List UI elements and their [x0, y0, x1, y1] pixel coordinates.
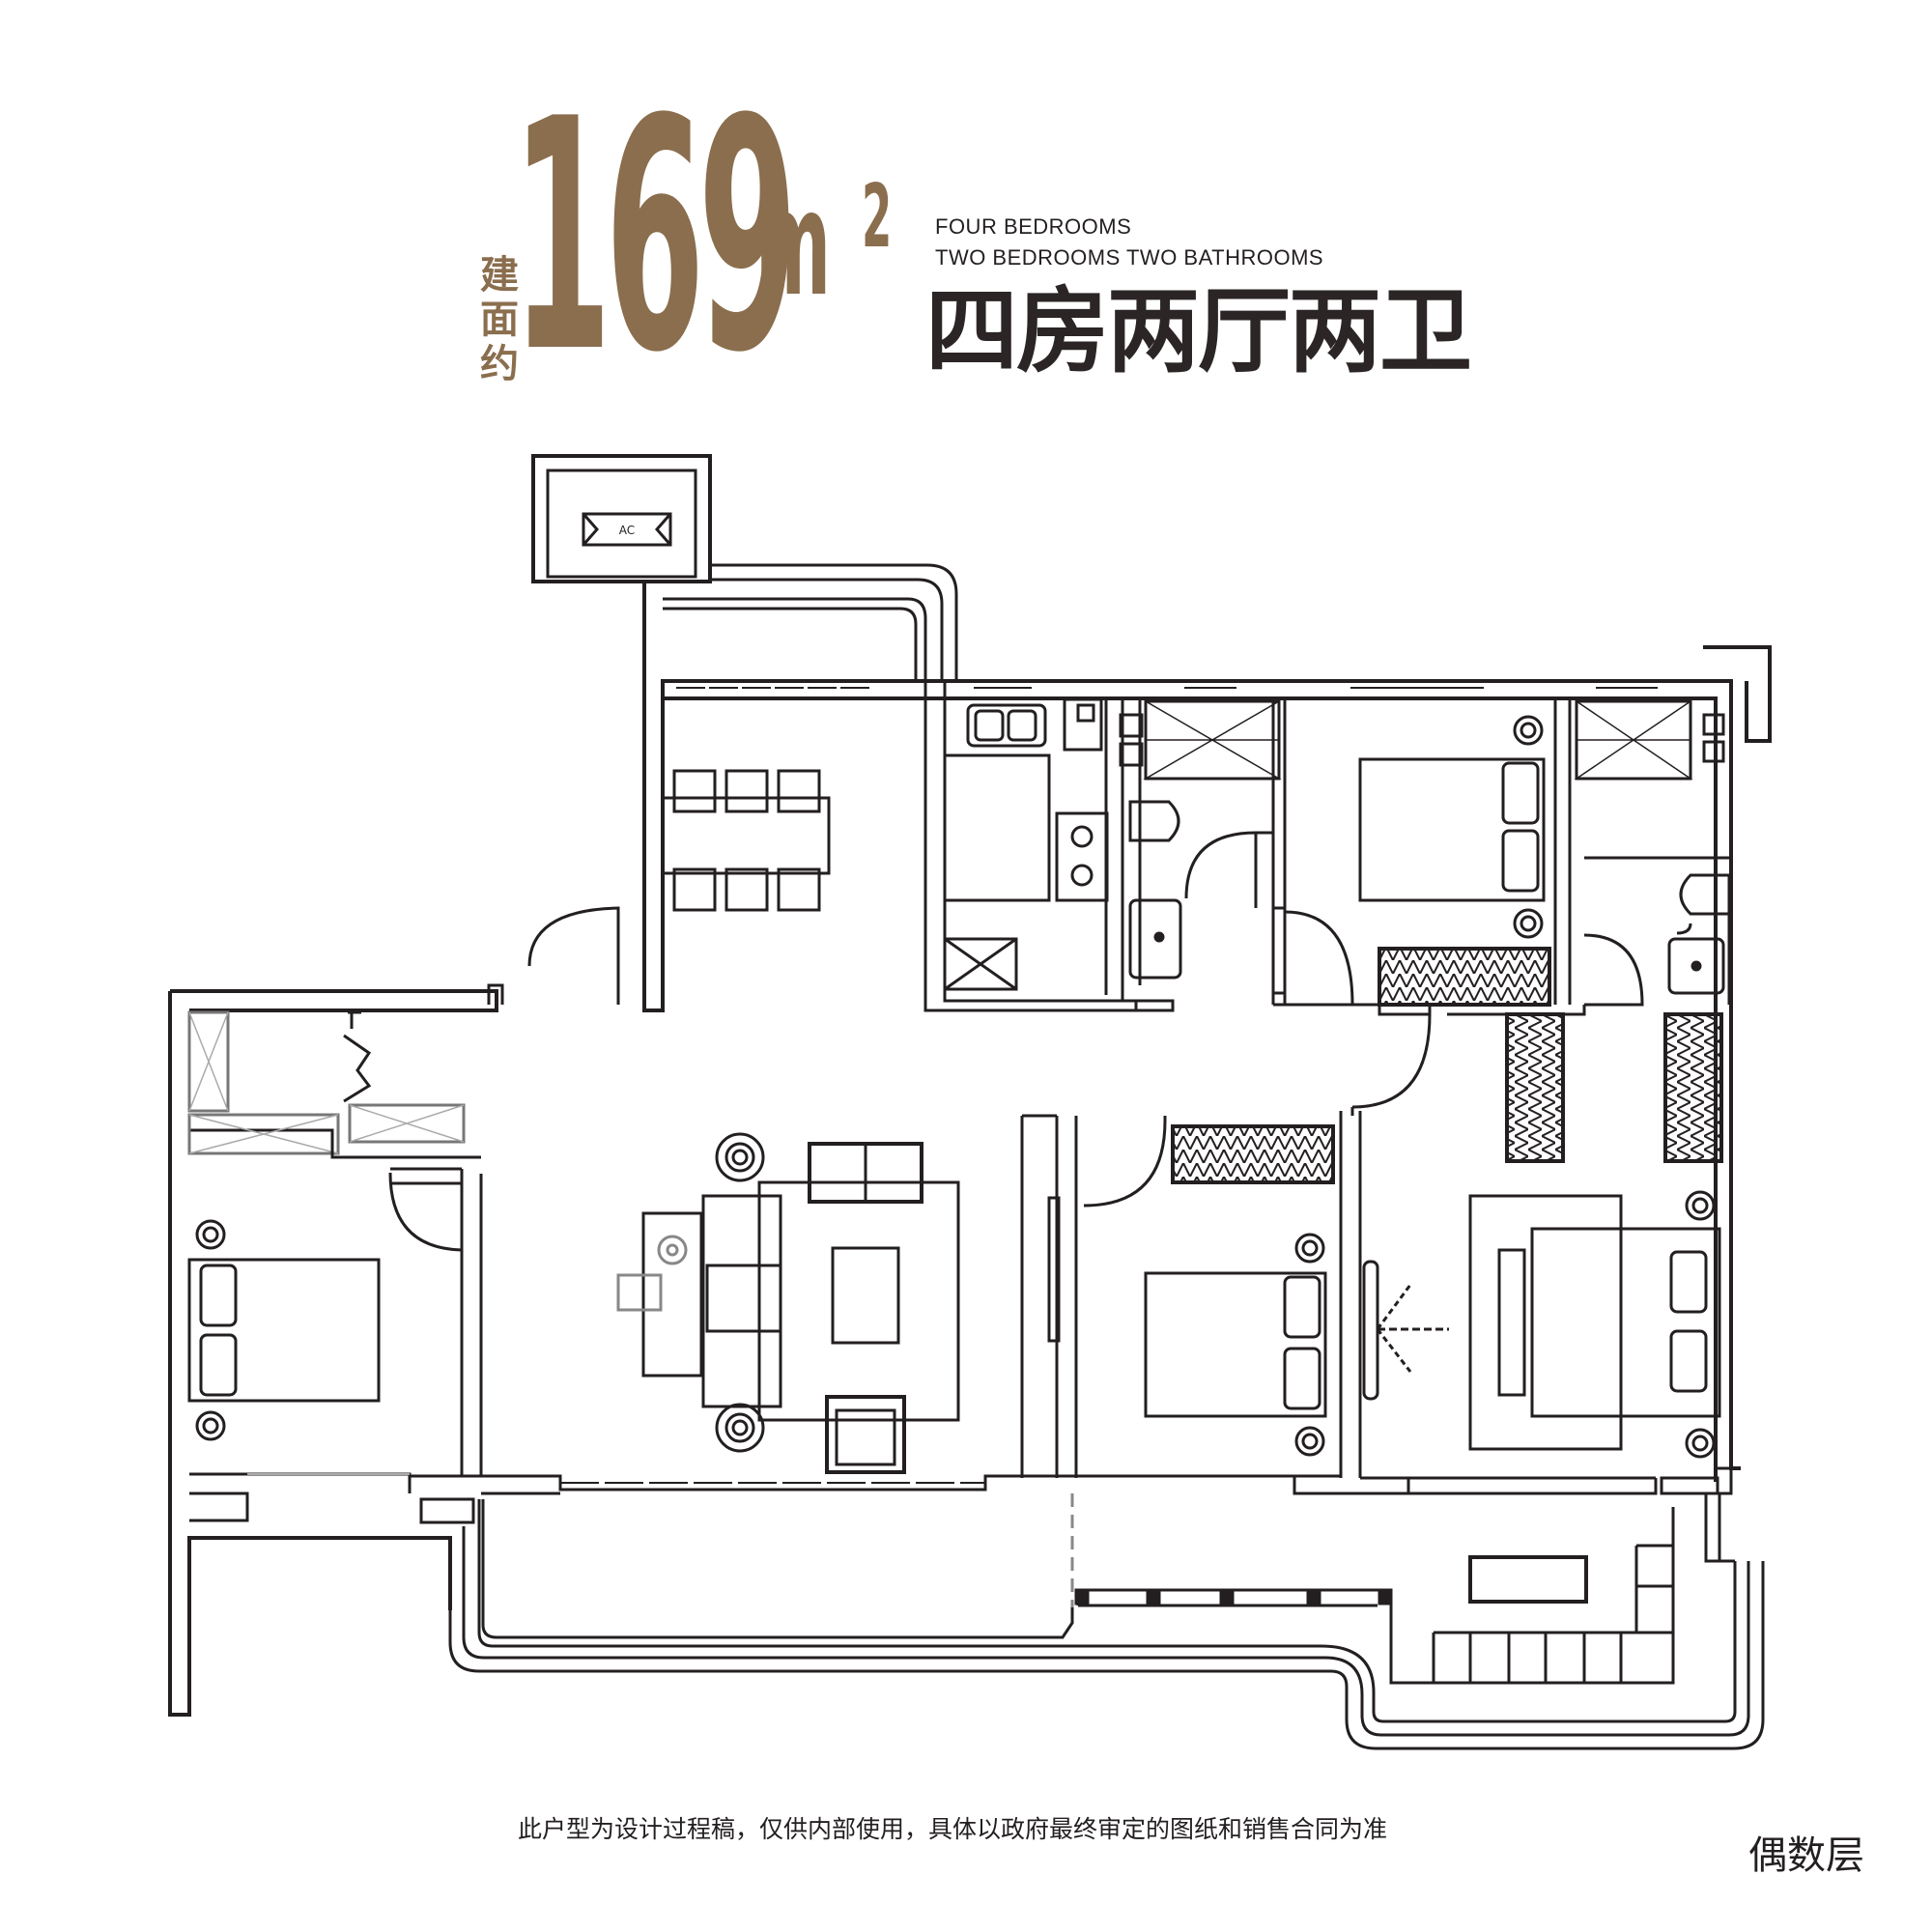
bedroom-north-east	[1284, 715, 1551, 1007]
layout-title: 四房两厅两卫	[925, 277, 1472, 385]
subtitle-english-line-1: FOUR BEDROOMS	[935, 214, 1132, 239]
area-unit-superscript: 2	[862, 166, 893, 268]
subtitle-english-line-2: TWO BEDROOMS TWO BATHROOMS	[935, 245, 1324, 270]
north-balcony	[663, 563, 958, 681]
area-prefix-label: 建 面 约	[475, 253, 524, 386]
ac-label: AC	[619, 524, 635, 537]
area-prefix-char: 约	[480, 342, 519, 386]
bedroom-middle	[1047, 1116, 1327, 1457]
bedroom-west	[187, 1010, 481, 1441]
interior-walls	[189, 681, 1586, 1522]
master-bedroom	[1362, 1190, 1721, 1459]
living-room	[616, 1132, 960, 1474]
south-terrace	[448, 1493, 1765, 1750]
area-prefix-char: 面	[480, 298, 519, 342]
ac-platform: AC	[531, 454, 712, 583]
closets	[1171, 1012, 1723, 1184]
hallway-door	[1350, 1005, 1432, 1116]
windows	[247, 680, 1658, 1484]
area-value: 169	[512, 51, 798, 422]
area-prefix-char: 建	[480, 253, 519, 298]
dining-table	[661, 769, 831, 912]
south-facade	[410, 1466, 1733, 1524]
disclaimer: 此户型为设计过程稿，仅供内部使用，具体以政府最终审定的图纸和销售合同为准	[0, 1810, 1932, 1845]
bathroom-2	[1574, 699, 1731, 1007]
area-unit: m	[755, 160, 832, 328]
disclaimer-text: 此户型为设计过程稿，仅供内部使用，具体以政府最终审定的图纸和销售合同为准	[517, 1815, 1387, 1843]
entry-door	[527, 906, 620, 1005]
kitchen	[943, 697, 1109, 995]
bathroom-1	[1119, 699, 1285, 980]
floor-type-label: 偶数层	[1748, 1833, 1864, 1878]
